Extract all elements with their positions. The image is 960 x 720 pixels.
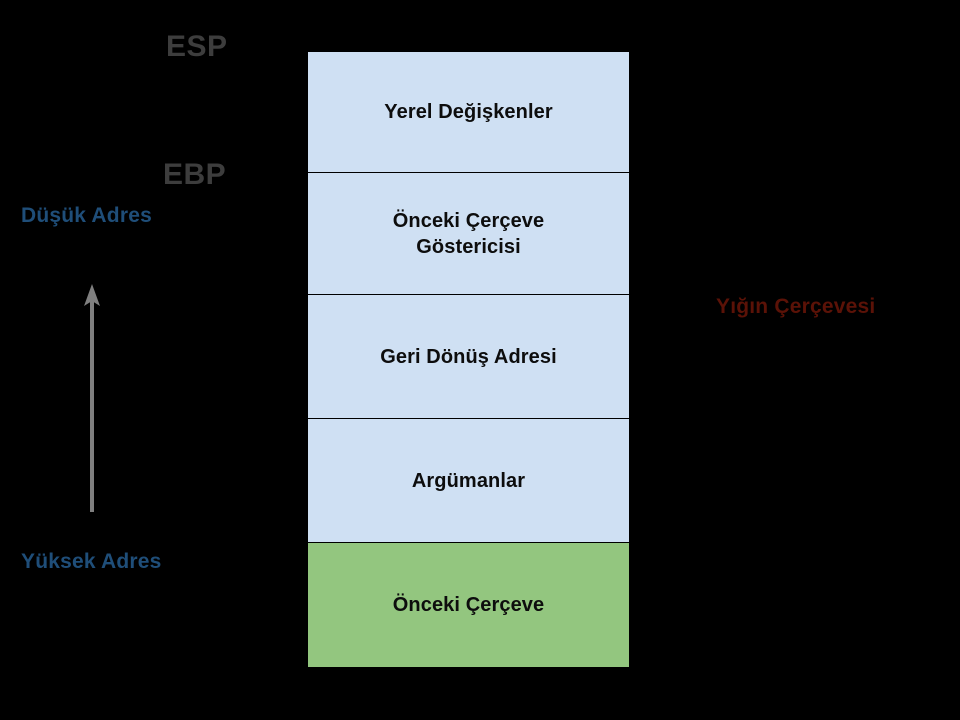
high-address-label: Yüksek Adres [21,550,162,573]
stack-cell-previous-frame-pointer: Önceki Çerçeve Göstericisi [307,172,630,295]
low-address-label: Düşük Adres [21,204,152,227]
stack-cell-group: Yerel Değişkenler Önceki Çerçeve Gösteri… [307,51,630,668]
stack-cell-previous-frame: Önceki Çerçeve [307,542,630,668]
stack-cell-label: Önceki Çerçeve [392,594,545,616]
stack-cell-label: Yerel Değişkenler [384,101,553,123]
stack-frame-caption: Yığın Çerçevesi [716,295,876,318]
stack-cell-label: Önceki Çerçeve Göstericisi [392,209,545,258]
stack-cell-arguments: Argümanlar [307,418,630,543]
stack-growth-arrow-icon [84,284,100,512]
stack-cell-label: Argümanlar [411,469,526,492]
stack-cell-local-variables: Yerel Değişkenler [307,51,630,173]
stack-cell-return-address: Geri Dönüş Adresi [307,294,630,419]
ebp-register-label: EBP [163,158,227,191]
esp-register-label: ESP [166,30,228,63]
stack-cell-label: Geri Dönüş Adresi [380,345,557,368]
